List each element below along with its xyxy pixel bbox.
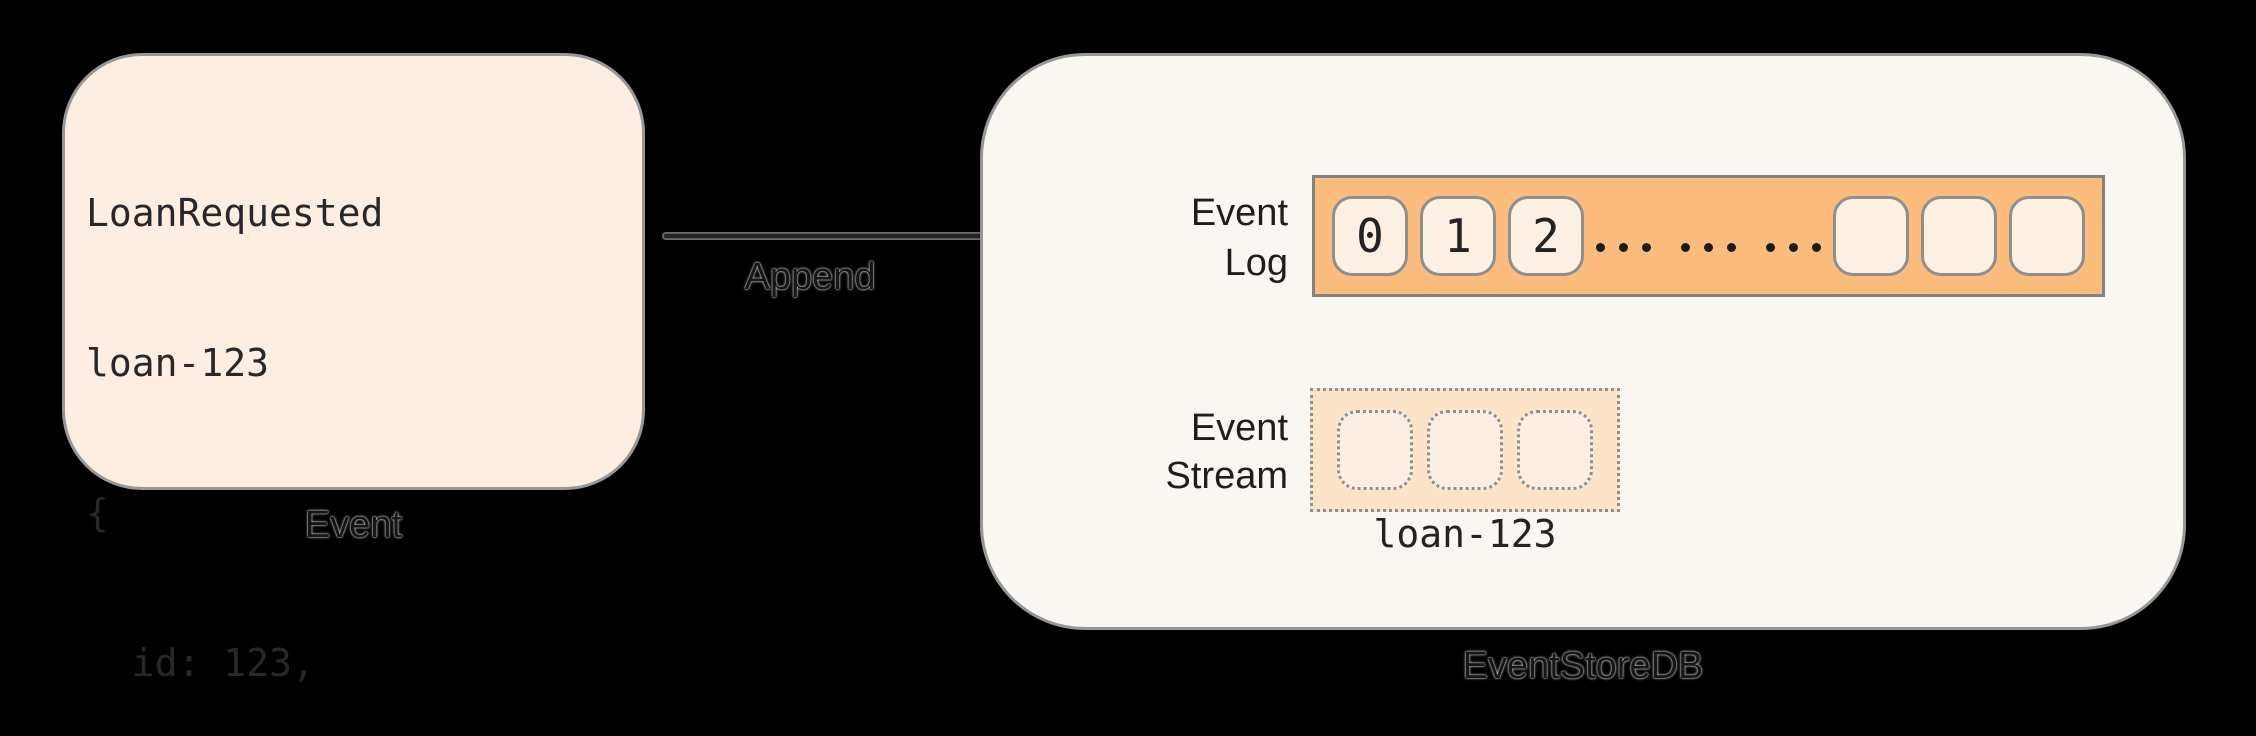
ellipsis-group [1681, 242, 1736, 252]
event-log-label-line2: Log [1224, 242, 1288, 284]
dot-icon [1642, 242, 1651, 252]
event-stream-label: Event Stream [1028, 404, 1288, 500]
event-stream-label-line1: Event [1190, 407, 1288, 449]
eventstoredb-label: EventStoreDB [1462, 645, 1704, 687]
code-line: id: 123, [86, 641, 315, 685]
event-stream-row [1310, 388, 1620, 512]
dot-icon [1812, 242, 1821, 252]
dot-icon [1789, 242, 1798, 252]
event-stream-empty-cell [1517, 410, 1593, 490]
dot-icon [1619, 242, 1628, 252]
event-log-label: Event Log [1028, 188, 1288, 288]
event-log-empty-cell [1833, 196, 1909, 276]
code-line: { [86, 491, 109, 535]
dot-icon [1596, 242, 1605, 252]
event-log-label-line1: Event [1190, 192, 1288, 234]
event-log-ellipsis [1596, 242, 1821, 252]
dot-icon [1681, 242, 1690, 252]
event-log-empty-cell [1921, 196, 1997, 276]
dot-icon [1727, 242, 1736, 252]
event-log-cell-2: 2 [1508, 196, 1584, 276]
event-code-block: LoanRequested loan-123 { id: 123, amount… [86, 88, 632, 736]
dot-icon [1766, 242, 1775, 252]
event-stream-name: loan-123 [1373, 512, 1557, 556]
eventstoredb-box [980, 53, 2186, 630]
ellipsis-group [1766, 242, 1821, 252]
append-arrow-label: Append [744, 256, 876, 298]
event-log-row: 0 1 2 [1312, 175, 2105, 297]
event-log-empty-cell [2009, 196, 2085, 276]
event-stream-empty-cell [1427, 410, 1503, 490]
event-stream-empty-cell [1337, 410, 1413, 490]
code-line: loan-123 [86, 341, 270, 385]
dot-icon [1704, 242, 1713, 252]
event-stream-label-line2: Stream [1165, 455, 1288, 497]
event-card: LoanRequested loan-123 { id: 123, amount… [62, 53, 645, 685]
ellipsis-group [1596, 242, 1651, 252]
event-card-label: Event [304, 504, 403, 546]
event-log-cell-0: 0 [1332, 196, 1408, 276]
code-line: LoanRequested [86, 191, 384, 235]
event-log-cell-1: 1 [1420, 196, 1496, 276]
